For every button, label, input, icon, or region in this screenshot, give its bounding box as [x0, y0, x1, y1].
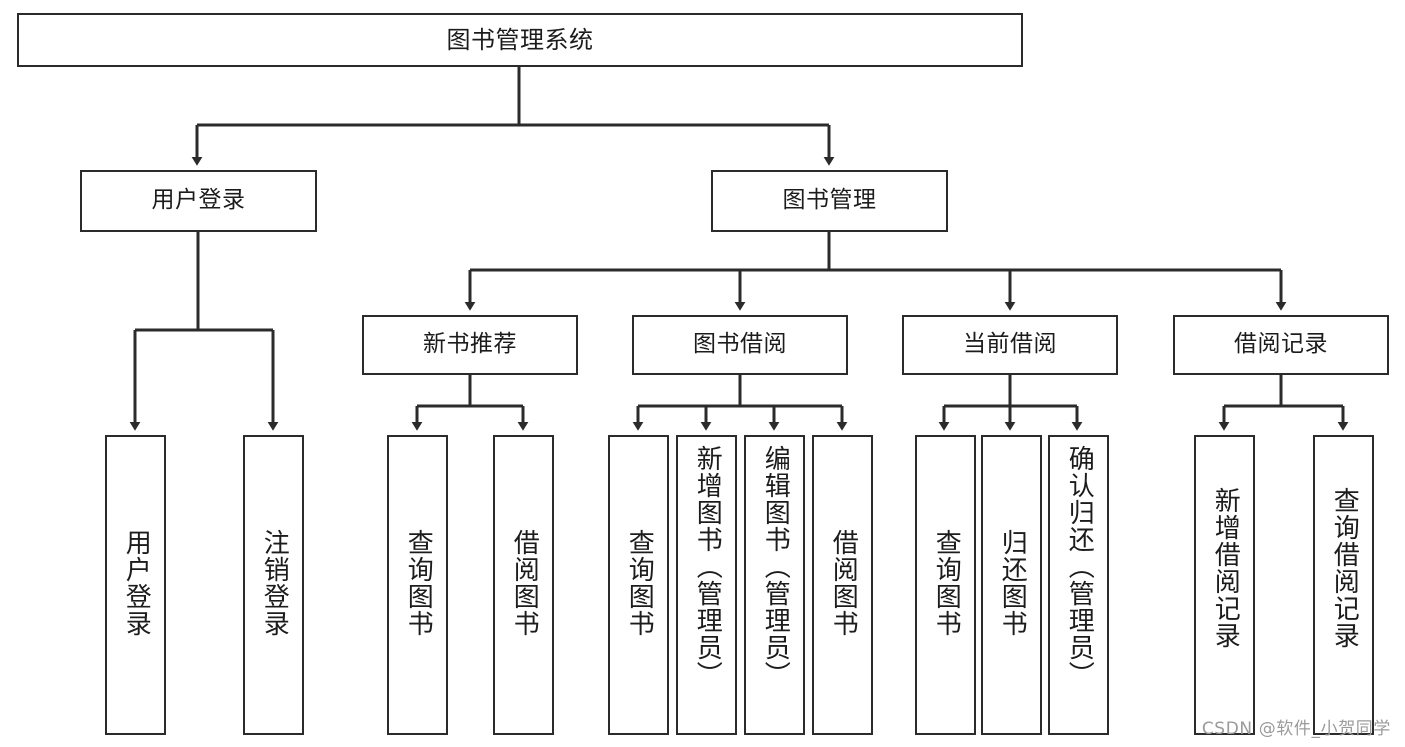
node-user-login[interactable]: 用户登录 — [80, 170, 317, 232]
leaf-borrow-record-add[interactable]: 新增借阅记录 — [1194, 435, 1255, 735]
leaf-current-borrow-query[interactable]: 查询图书 — [915, 435, 976, 735]
node-label: 查询借阅记录 — [1329, 487, 1360, 649]
leaf-current-borrow-return[interactable]: 归还图书 — [981, 435, 1042, 735]
node-label: 当前借阅 — [963, 331, 1057, 358]
node-new-book-recommendation[interactable]: 新书推荐 — [362, 315, 578, 375]
node-label: 用户登录 — [121, 529, 152, 637]
node-label: 用户登录 — [151, 187, 246, 214]
node-label: 图书管理系统 — [446, 25, 594, 54]
node-label: 查询图书 — [403, 529, 434, 637]
node-label: 借阅图书 — [509, 529, 540, 637]
node-label: 借阅图书 — [828, 529, 859, 637]
node-label: 新增借阅记录 — [1210, 487, 1241, 649]
node-label: 新书推荐 — [423, 331, 517, 358]
node-book-management[interactable]: 图书管理 — [711, 170, 948, 232]
leaf-user-login-signout[interactable]: 注销登录 — [243, 435, 304, 735]
leaf-borrow-record-query[interactable]: 查询借阅记录 — [1313, 435, 1374, 735]
node-root-book-management-system[interactable]: 图书管理系统 — [17, 13, 1023, 67]
leaf-book-borrow-edit[interactable]: 编辑图书（管理员） — [744, 435, 805, 735]
leaf-book-borrow-add[interactable]: 新增图书（管理员） — [676, 435, 737, 735]
leaf-book-borrow-query[interactable]: 查询图书 — [608, 435, 669, 735]
leaf-new-book-query[interactable]: 查询图书 — [387, 435, 448, 735]
node-label: 注销登录 — [259, 529, 290, 637]
node-borrow-records[interactable]: 借阅记录 — [1173, 315, 1389, 375]
node-label: 新增图书（管理员） — [692, 445, 723, 688]
leaf-book-borrow-lend[interactable]: 借阅图书 — [812, 435, 873, 735]
node-book-borrowing[interactable]: 图书借阅 — [632, 315, 848, 375]
connector-group — [129, 66, 1349, 431]
node-current-borrowing[interactable]: 当前借阅 — [902, 315, 1118, 375]
node-label: 图书管理 — [782, 187, 877, 214]
leaf-new-book-borrow[interactable]: 借阅图书 — [493, 435, 554, 735]
leaf-user-login-signin[interactable]: 用户登录 — [105, 435, 166, 735]
node-label: 借阅记录 — [1234, 331, 1328, 358]
node-label: 图书借阅 — [693, 331, 787, 358]
node-label: 确认归还（管理员） — [1064, 445, 1095, 688]
leaf-current-borrow-confirm-return[interactable]: 确认归还（管理员） — [1048, 435, 1109, 735]
node-label: 查询图书 — [931, 529, 962, 637]
node-label: 归还图书 — [997, 529, 1028, 637]
node-label: 编辑图书（管理员） — [760, 445, 791, 688]
node-label: 查询图书 — [624, 529, 655, 637]
